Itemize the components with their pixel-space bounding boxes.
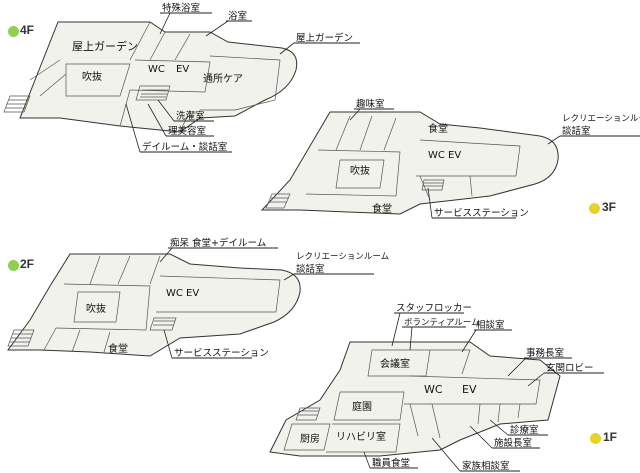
callout-4f-dayroom: デイルーム・談話室 (142, 141, 227, 153)
room-1f-wc: WC (424, 383, 443, 396)
room-1f-kitchen: 厨房 (300, 432, 320, 445)
room-4f-daycare: 通所ケア (203, 73, 243, 85)
callout-1f-lobby: 玄関ロビー (546, 362, 594, 374)
room-4f-ev: EV (176, 64, 189, 75)
floor-4f-outline (19, 21, 298, 133)
room-1f-ev: EV (462, 383, 477, 396)
floor-2f-outline (7, 253, 301, 357)
callout-4f-special-bath: 特殊浴室 (162, 2, 200, 14)
callout-4f-bath: 浴室 (228, 10, 247, 22)
room-4f-garden: 屋上ガーデン (72, 39, 138, 53)
room-3f-dining-left: 食堂 (372, 202, 392, 215)
room-2f-atrium: 吹抜 (86, 302, 106, 315)
room-1f-courtyard: 庭園 (352, 400, 372, 413)
callout-4f-laundry: 洗濯室 (176, 110, 205, 122)
floor-1f-dot (590, 433, 601, 444)
room-1f-meeting: 会議室 (380, 357, 410, 370)
floor-1f-outline (269, 341, 561, 457)
callout-3f-service: サービスステーション (434, 208, 529, 219)
floor-3f-outline (260, 111, 559, 215)
callout-2f-dementia: 痴呆 食堂+デイルーム (170, 237, 266, 249)
floor-4f-label: 4F (20, 23, 35, 37)
room-4f-wc: WC (148, 64, 165, 75)
floor-3f-dot (589, 203, 600, 214)
callout-1f-staff-dining: 職員食堂 (372, 457, 410, 469)
room-4f-atrium: 吹抜 (82, 70, 102, 83)
callout-3f-lounge: 談話室 (562, 125, 591, 137)
floor-3f-label: 3F (602, 200, 617, 214)
floor-4f-dot (8, 26, 19, 37)
callout-1f-consult: 相談室 (476, 319, 505, 331)
room-3f-wc-ev: WC EV (428, 150, 461, 161)
callout-1f-family: 家族相談室 (462, 460, 510, 472)
callout-1f-exam: 診療室 (510, 424, 539, 436)
callout-3f-recreation: レクリエーションルーム (562, 114, 640, 124)
floor-1f-label: 1F (603, 430, 618, 444)
callout-1f-office-chief: 事務長室 (526, 347, 564, 359)
floor-2f-plan: WC EV 吹抜 食堂 痴呆 食堂+デイルーム レクリエーションルーム 談話室 … (7, 237, 389, 359)
room-3f-dining-right: 食堂 (428, 122, 448, 135)
callout-2f-lounge: 談話室 (296, 263, 325, 275)
floor-3f-plan: 食堂 WC EV 吹抜 食堂 趣味室 レクリエーションルーム 談話室 サービスス… (260, 98, 640, 219)
floor-4f-plan: 屋上ガーデン 吹抜 WC EV 通所ケア 特殊浴室 浴室 屋上ガーデン 洗濯室 … (3, 2, 360, 153)
callout-1f-director: 施設長室 (494, 437, 532, 449)
room-1f-rehab: リハビリ室 (336, 430, 386, 443)
callout-4f-salon: 理美容室 (168, 125, 206, 137)
callout-3f-hobby: 趣味室 (356, 98, 385, 110)
callout-4f-roof-garden: 屋上ガーデン (296, 32, 353, 44)
floor-2f-dot (8, 260, 19, 271)
callout-2f-service: サービスステーション (174, 348, 269, 359)
room-2f-wc-ev: WC EV (166, 288, 199, 299)
callout-1f-volunteer: ボランティアルーム (404, 318, 480, 328)
callout-1f-staff-locker: スタッフロッカー (396, 303, 472, 314)
callout-2f-recreation: レクリエーションルーム (296, 252, 389, 262)
floor-2f-label: 2F (20, 257, 35, 271)
floor-1f-plan: 会議室 WC EV 庭園 厨房 リハビリ室 スタッフロッカー ボランティアルーム… (269, 303, 604, 472)
room-2f-dining: 食堂 (108, 342, 128, 355)
room-3f-atrium: 吹抜 (350, 164, 370, 177)
